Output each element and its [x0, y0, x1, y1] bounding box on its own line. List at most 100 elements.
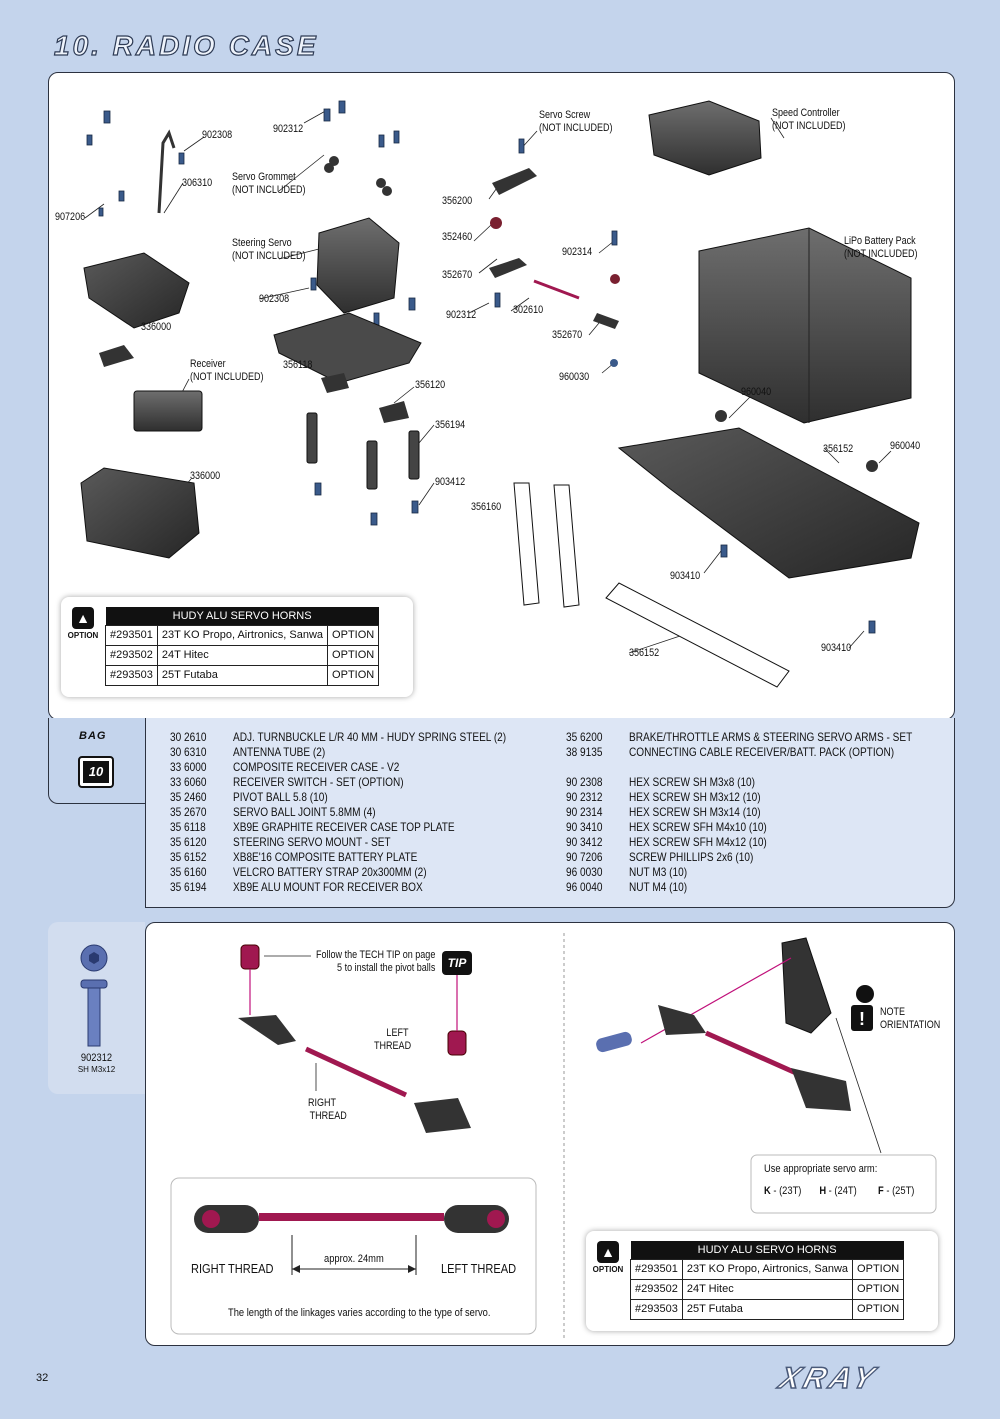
label-960030: 960030 [559, 371, 590, 383]
parts-list-item: HEX SCREW SFH M4x10 (10) [629, 820, 767, 834]
speed-controller [648, 100, 762, 176]
parts-list-item: NUT M4 (10) [629, 880, 688, 894]
label-356160: 356160 [471, 501, 502, 513]
label-356152b: 356152 [629, 647, 660, 659]
parts-list-item: BRAKE/THROTTLE ARMS & STEERING SERVO ARM… [629, 730, 913, 744]
hex-screw-icon [80, 944, 108, 1047]
label-servo-screw: Servo Screw(NOT INCLUDED) [539, 109, 613, 134]
parts-list-item: PIVOT BALL 5.8 (10) [233, 790, 328, 804]
label-352670a: 352670 [442, 269, 473, 281]
parts-list-item [566, 760, 602, 775]
parts-list-item [629, 760, 912, 775]
label-356118: 356118 [283, 359, 313, 371]
receiver-switch [99, 345, 134, 367]
label-356152a: 356152 [823, 443, 854, 455]
label-receiver: Receiver(NOT INCLUDED) [190, 358, 264, 383]
parts-list-item: 96 0030 [566, 865, 603, 879]
parts-list-item: HEX SCREW SH M3x8 (10) [629, 775, 756, 789]
foam-bar [605, 582, 790, 688]
parts-list-item: STEERING SERVO MOUNT - SET [233, 835, 391, 849]
nut-m4-a [715, 410, 727, 422]
parts-list-item: 35 6200 [566, 730, 603, 744]
pivot-ball [490, 217, 502, 229]
steering-servo [316, 217, 400, 314]
tip-badge: TIP [442, 951, 472, 975]
parts-list-item: 33 6000 [170, 760, 207, 774]
parts-list-right-desc: BRAKE/THROTTLE ARMS & STEERING SERVO ARM… [629, 730, 912, 895]
parts-list-item: XB8E'16 COMPOSITE BATTERY PLATE [233, 850, 418, 864]
screws [86, 100, 876, 634]
label-902312a: 902312 [273, 123, 304, 135]
step-drawing: ! [170, 933, 937, 1338]
label-903412: 903412 [435, 476, 466, 488]
label-356194: 356194 [435, 419, 466, 431]
parts-list-left-desc: ADJ. TURNBUCKLE L/R 40 MM - HUDY SPRING … [233, 730, 506, 895]
nut-m4-b [866, 460, 878, 472]
parts-list-item: 35 6118 [170, 820, 206, 834]
label-907206: 907206 [55, 211, 86, 223]
option-badge: ▲OPTION [63, 607, 103, 640]
parts-list-item: 35 6160 [170, 865, 207, 879]
linkage-note: The length of the linkages varies accord… [228, 1307, 491, 1319]
parts-list-item: CONNECTING CABLE RECEIVER/BATT. PACK (OP… [629, 745, 895, 759]
page-title: 10. RADIO CASE [53, 29, 319, 61]
turnbuckle [533, 279, 580, 300]
parts-list-item: ADJ. TURNBUCKLE L/R 40 MM - HUDY SPRING … [233, 730, 507, 744]
thumbs-up-icon: ▲ [597, 1241, 619, 1263]
alu-posts [306, 412, 420, 490]
receiver-case-top [83, 252, 190, 329]
parts-list-item: 90 3410 [566, 820, 603, 834]
battery-plate [617, 427, 920, 579]
parts-list-item: HEX SCREW SFH M4x12 (10) [629, 835, 767, 849]
graphite-plate [273, 312, 422, 384]
screw-sidebar: 902312 SH M3x12 [48, 922, 145, 1094]
label-960040b: 960040 [890, 440, 921, 452]
parts-list-item: ANTENNA TUBE (2) [233, 745, 326, 759]
parts-list-item: 35 2670 [170, 805, 207, 819]
label-902308a: 902308 [202, 129, 233, 141]
parts-list-item: 90 2308 [566, 775, 603, 789]
bag-icon: 10 [78, 756, 114, 788]
antenna-tube [157, 129, 176, 214]
label-960040a: 960040 [741, 386, 772, 398]
velcro-strap-b [553, 484, 580, 608]
parts-list-item: 90 2312 [566, 790, 603, 804]
step-servo-horn [781, 937, 832, 1034]
parts-list-item: XB9E ALU MOUNT FOR RECEIVER BOX [233, 880, 423, 894]
receiver [133, 390, 203, 432]
label-902312b: 902312 [446, 309, 477, 321]
ball-joint-b [593, 313, 619, 329]
parts-list-item: 30 2610 [170, 730, 207, 744]
svg-text:!: ! [859, 1009, 865, 1029]
grommets [324, 156, 392, 196]
label-steering-servo: Steering Servo(NOT INCLUDED) [232, 237, 306, 262]
thumbs-up-icon: ▲ [72, 607, 94, 629]
parts-list-item: 30 6310 [170, 745, 207, 759]
brand-logo: XRAY [775, 1361, 882, 1396]
parts-list-item: 35 2460 [170, 790, 207, 804]
label-302610: 302610 [513, 304, 544, 316]
parts-list-item: SCREW PHILLIPS 2x6 (10) [629, 850, 754, 864]
parts-list-item: 90 7206 [566, 850, 603, 864]
label-306310: 306310 [182, 177, 213, 189]
label-352460: 352460 [442, 231, 473, 243]
ball-joint-a [489, 258, 527, 278]
label-352670b: 352670 [552, 329, 583, 341]
parts-list-item: 96 0040 [566, 880, 603, 894]
parts-list-item: SERVO BALL JOINT 5.8MM (4) [233, 805, 376, 819]
receiver-case [80, 467, 200, 559]
detail-right-thread: RIGHT THREAD [191, 1261, 274, 1276]
servo-arm-options: K - (23T) H - (24T) F - (25T) [764, 1185, 915, 1197]
label-356200: 356200 [442, 195, 473, 207]
